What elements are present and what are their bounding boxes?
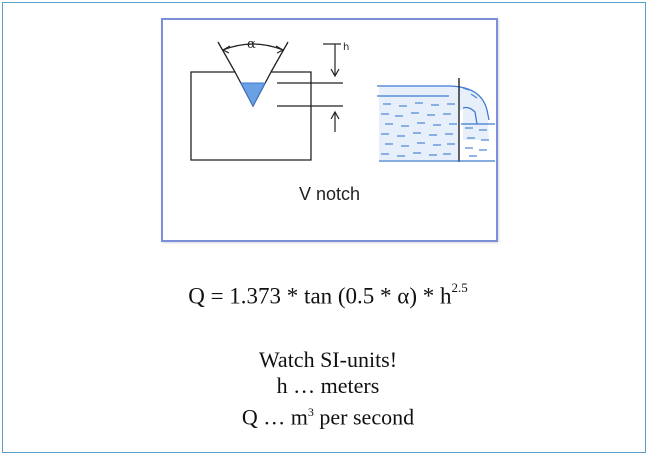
formula-main: Q = 1.373 * tan (0.5 * α) * h (188, 283, 452, 309)
alpha-angle-marker (222, 43, 284, 54)
v-notch-diagram: α h (190, 37, 495, 162)
notes-line-3-sup: 3 (307, 405, 314, 419)
figure-caption: V notch (298, 184, 361, 204)
formula-exponent: 2.5 (451, 280, 468, 295)
weir-plate-drawing (190, 41, 312, 161)
h-label: h (343, 42, 349, 53)
notes-line-3-suffix: per second (313, 404, 415, 430)
discharge-formula: Q = 1.373 * tan (0.5 * α) * h2.5 (3, 280, 650, 310)
alpha-label: α (247, 37, 256, 52)
notes-line-2: h … meters (276, 373, 380, 398)
notes-line-3: Q … m3 per second (3, 399, 650, 430)
flow-side-view (377, 78, 495, 162)
notes-line-3-prefix: Q … m (241, 404, 308, 430)
h-dimension-marker (277, 43, 343, 132)
notch-water (240, 82, 266, 108)
content-frame: α h (2, 2, 646, 453)
notes-line-1: Watch SI-units! (258, 347, 398, 372)
v-notch-figure: α h (161, 18, 498, 242)
unit-notes: Watch SI-units! h … meters Q … m3 per se… (3, 347, 650, 430)
